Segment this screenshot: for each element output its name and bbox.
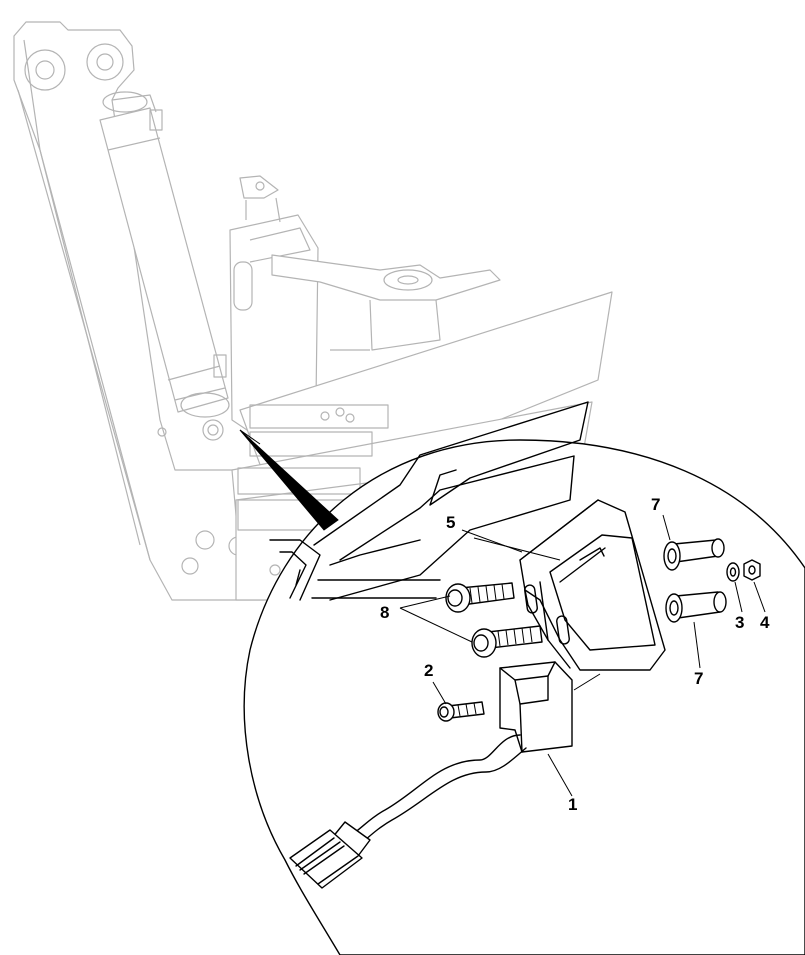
callout-4: 4 <box>760 613 770 632</box>
part-7-bushing-upper <box>663 538 725 571</box>
part-8-screw-upper <box>445 582 515 613</box>
part-7-bushing-lower <box>665 591 727 623</box>
callout-7-lower: 7 <box>694 669 703 688</box>
callout-3: 3 <box>735 613 744 632</box>
part-1-sensor <box>289 661 573 889</box>
callout-8: 8 <box>380 603 389 622</box>
callout-labels: 1 2 3 4 5 7 7 8 <box>380 495 770 814</box>
part-2-screw <box>437 701 485 722</box>
part-5-bracket <box>519 499 666 671</box>
part-4-nut <box>743 559 761 581</box>
part-8-screw-lower <box>471 625 543 658</box>
callout-2: 2 <box>424 661 433 680</box>
callout-7-upper: 7 <box>651 495 660 514</box>
callout-1: 1 <box>568 795 577 814</box>
detail-pointer <box>239 429 339 531</box>
part-3-washer <box>726 562 740 582</box>
leader-lines <box>399 514 766 797</box>
stepped-plate-detail <box>269 401 589 601</box>
callout-5: 5 <box>446 513 455 532</box>
